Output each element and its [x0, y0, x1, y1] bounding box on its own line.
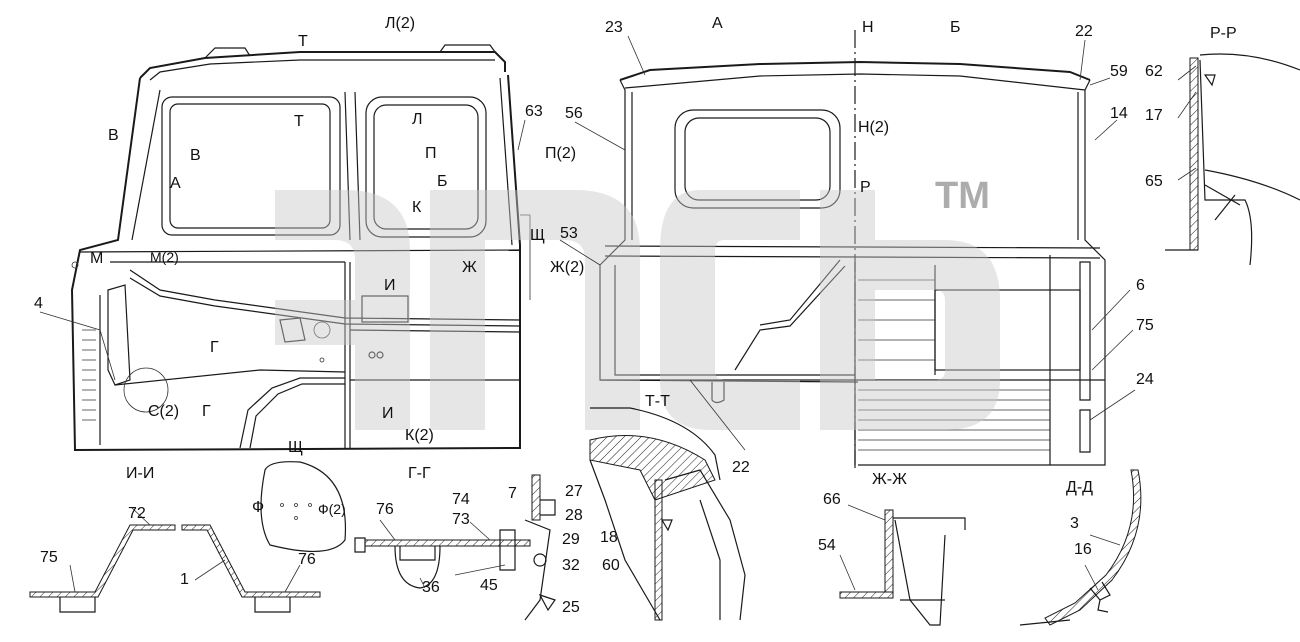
label-section-zh-zh: Ж-Ж: [872, 471, 907, 488]
label-section-r-r: Р-Р: [1210, 25, 1237, 42]
label-b-in: Б: [437, 173, 448, 190]
label-1: 1: [180, 571, 189, 588]
label-60: 60: [602, 557, 620, 574]
label-16: 16: [1074, 541, 1092, 558]
section-i-i: [29, 507, 321, 613]
label-v-in: В: [190, 147, 201, 164]
label-l2-top: Л(2): [385, 15, 415, 32]
section-g-g: [354, 474, 556, 621]
label-section-d-d: Д-Д: [1066, 479, 1093, 496]
label-54: 54: [818, 537, 836, 554]
label-zh-in: Ж: [462, 259, 477, 276]
label-7: 7: [508, 485, 517, 502]
label-section-i-i: И-И: [126, 465, 154, 482]
label-i-in: И: [384, 277, 396, 294]
labels: Т Л(2) Т Л В В А П Б К М М(2) И Г Г С(2)…: [34, 15, 1237, 616]
label-23: 23: [605, 19, 623, 36]
label-45: 45: [480, 577, 498, 594]
watermark-trademark: ТМ: [935, 175, 990, 217]
label-72: 72: [128, 505, 146, 522]
label-section-t-t: Т-Т: [645, 393, 670, 410]
label-65: 65: [1145, 173, 1163, 190]
label-53: 53: [560, 225, 578, 242]
label-l-mid: Л: [412, 111, 423, 128]
label-g-low: Г: [202, 403, 211, 420]
label-c2: С(2): [148, 403, 179, 420]
label-76-ii: 76: [298, 551, 316, 568]
label-t-top: Т: [298, 33, 308, 50]
label-36: 36: [422, 579, 440, 596]
label-g-up: Г: [210, 339, 219, 356]
label-24: 24: [1136, 371, 1154, 388]
label-m: М: [90, 250, 103, 267]
label-28: 28: [565, 507, 583, 524]
side-view: [70, 44, 531, 452]
detail-shch: [260, 461, 347, 552]
label-6: 6: [1136, 277, 1145, 294]
label-p-in: П: [425, 145, 437, 162]
label-56: 56: [565, 105, 583, 122]
label-3: 3: [1070, 515, 1079, 532]
label-a-top: А: [712, 15, 723, 32]
label-74: 74: [452, 491, 470, 508]
label-h2: Н(2): [858, 119, 889, 136]
label-k-in: К: [412, 199, 422, 216]
label-29: 29: [562, 531, 580, 548]
label-62: 62: [1145, 63, 1163, 80]
label-r: Р: [860, 179, 871, 196]
label-22-top: 22: [1075, 23, 1093, 40]
label-a-left: А: [170, 175, 181, 192]
label-p2: П(2): [545, 145, 576, 162]
label-h-top: Н: [862, 19, 874, 36]
label-m2: М(2): [150, 249, 179, 265]
label-t-mid: Т: [294, 113, 304, 130]
label-v-left: В: [108, 127, 119, 144]
label-59: 59: [1110, 63, 1128, 80]
leader-lines: [39, 35, 1136, 451]
label-25: 25: [562, 599, 580, 616]
label-73: 73: [452, 511, 470, 528]
label-14: 14: [1110, 105, 1128, 122]
label-b-top: Б: [950, 19, 961, 36]
label-f: Ф: [252, 499, 264, 516]
label-17: 17: [1145, 107, 1163, 124]
label-75-left: 75: [40, 549, 58, 566]
label-22-tt: 22: [732, 459, 750, 476]
label-18: 18: [600, 529, 618, 546]
label-75-right: 75: [1136, 317, 1154, 334]
label-section-g-g: Г-Г: [408, 465, 431, 482]
label-shch-in: Щ: [530, 227, 545, 244]
section-zh-zh: [839, 504, 966, 626]
section-r-r: [1165, 53, 1300, 266]
label-27: 27: [565, 483, 583, 500]
section-t-t: [589, 407, 746, 621]
section-d-d: [1019, 469, 1142, 626]
label-76-gg: 76: [376, 501, 394, 518]
label-66: 66: [823, 491, 841, 508]
watermark-logo: ТМ: [275, 175, 1000, 430]
label-63: 63: [525, 103, 543, 120]
label-i-low: И: [382, 405, 394, 422]
label-zh2: Ж(2): [550, 259, 584, 276]
label-f2: Ф(2): [318, 501, 346, 517]
label-32: 32: [562, 557, 580, 574]
rear-view: [599, 30, 1106, 470]
label-k2: К(2): [405, 427, 434, 444]
label-shch-detail: Щ: [288, 439, 303, 456]
label-4: 4: [34, 295, 43, 312]
